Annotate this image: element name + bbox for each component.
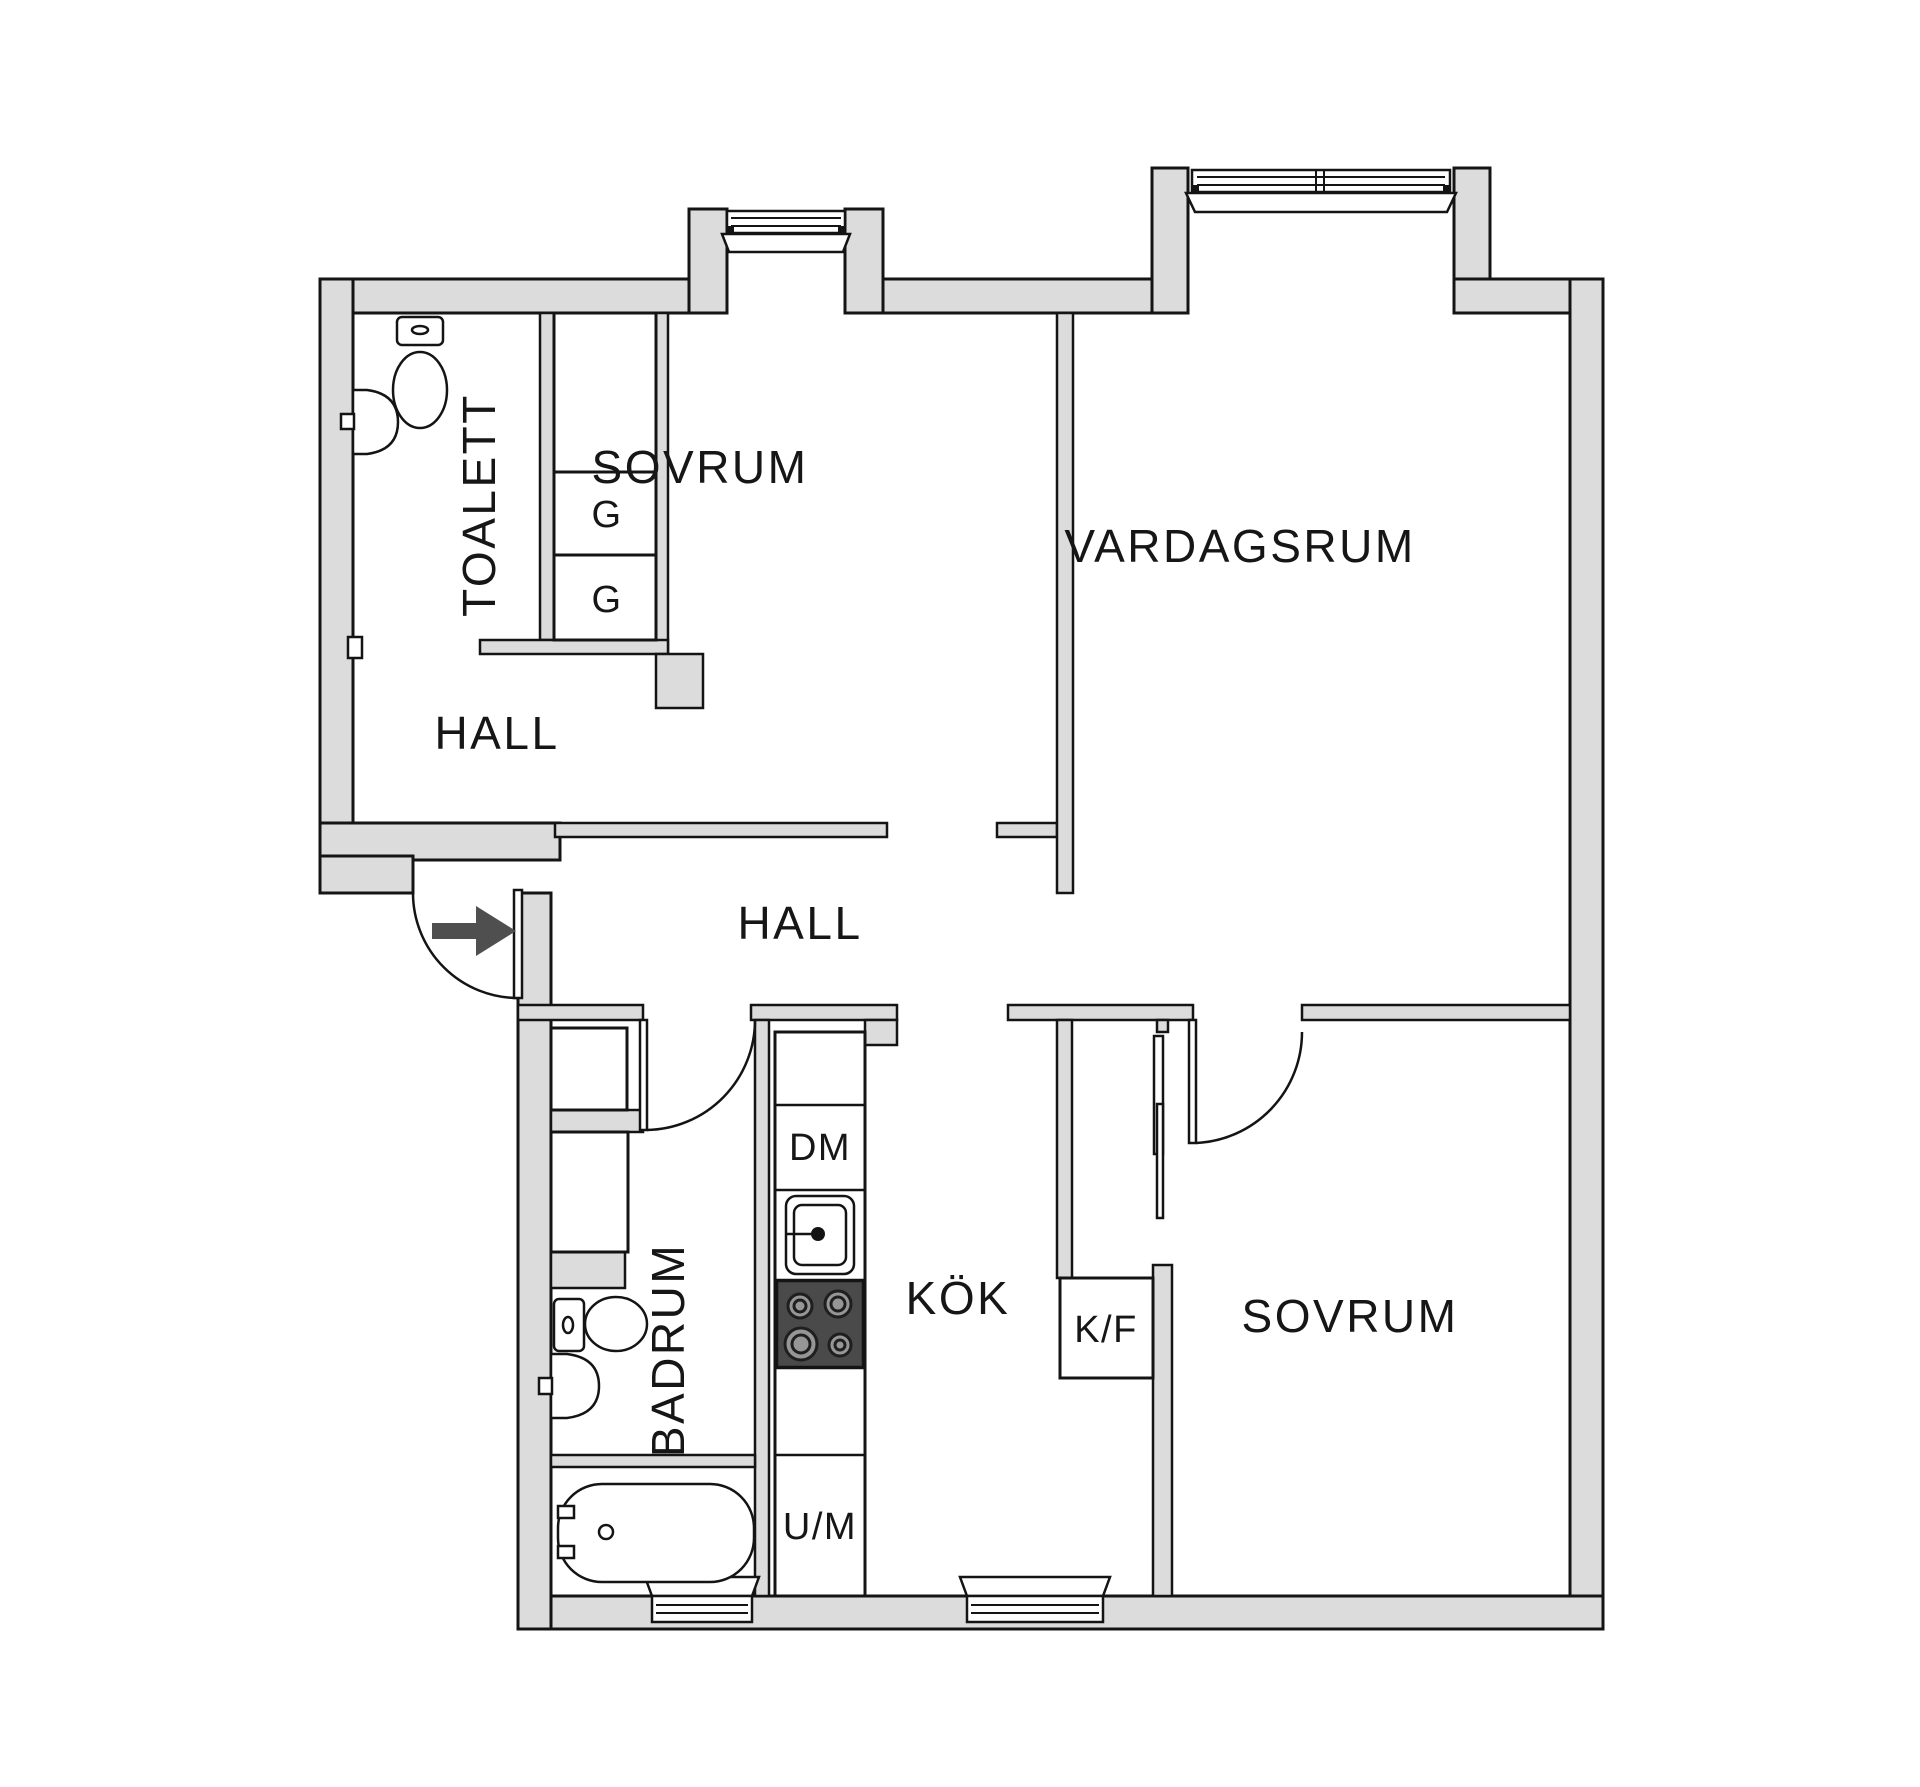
toilet-icon-toalett — [391, 315, 449, 430]
room-label-sovrum-upper: SOVRUM — [592, 441, 809, 493]
wall-toalett-south — [478, 638, 670, 656]
room-label-toalett: TOALETT — [453, 393, 505, 617]
appliance-label-dm: DM — [789, 1127, 851, 1169]
entry-door-leaf — [512, 888, 524, 1000]
wall-top-mid — [881, 277, 1154, 315]
closet-label-g2: G — [591, 579, 622, 621]
wall-hall-south — [318, 821, 562, 862]
sliding-door-panel-2 — [1155, 1102, 1165, 1220]
entry-door-arc — [411, 892, 519, 1000]
wall-closet2-bottom — [549, 1108, 645, 1134]
sink-icon-badrum — [537, 1352, 601, 1420]
fixtures — [339, 315, 867, 1598]
doors — [346, 635, 1304, 1220]
room-label-hall-upper: HALL — [434, 707, 559, 759]
toalett-door-jamb — [346, 635, 364, 660]
wall-badrum-stub — [549, 1250, 627, 1290]
bay2-wall-left — [1150, 166, 1190, 315]
appliance-label-um: U/M — [783, 1506, 857, 1548]
sovrum2-door-arc — [1195, 1031, 1304, 1145]
entry-arrow-icon — [432, 906, 516, 956]
bay1-wall-right — [843, 207, 885, 315]
wall-entry — [318, 854, 415, 895]
window-vardagsrum-bay — [1184, 168, 1458, 214]
closet-g1 — [552, 470, 658, 557]
wall-lower-left — [516, 891, 553, 1631]
hall-closet-2 — [549, 1130, 630, 1254]
sink-icon-kitchen — [784, 1194, 856, 1276]
sovrum2-door-leaf — [1187, 1018, 1198, 1145]
window-sovrum-bay — [720, 209, 852, 254]
room-label-hall-corridor: HALL — [737, 897, 862, 949]
wall-kok-top-right — [1006, 1003, 1195, 1022]
wall-toalett-right — [538, 311, 556, 642]
room-label-sovrum-lower: SOVRUM — [1242, 1290, 1459, 1342]
fridge-freezer-box — [1058, 1276, 1155, 1380]
wall-upper-left — [318, 277, 355, 895]
room-label-badrum: BADRUM — [642, 1243, 694, 1457]
stove-icon — [775, 1279, 865, 1369]
wall-kok-jamb — [863, 1018, 899, 1047]
wall-right — [1568, 277, 1605, 1631]
wall-niche-left — [1055, 1018, 1074, 1280]
wall-badrum-top — [516, 1003, 645, 1022]
wall-badrum-divider — [549, 1453, 757, 1469]
closet-label-g1: G — [591, 494, 622, 536]
closet-g2 — [552, 553, 658, 642]
wall-divider-sovrum-vardagsrum — [1055, 311, 1075, 895]
outer-walls — [318, 166, 1605, 1631]
wall-top-left — [318, 277, 691, 315]
wall-corridor-top-jamb — [995, 821, 1059, 839]
badrum-door-arc — [646, 1019, 757, 1132]
wall-kok-sovrum2 — [1151, 1263, 1174, 1598]
bay1-wall-left — [687, 207, 729, 315]
badrum-door-leaf — [638, 1018, 649, 1132]
toilet-icon-badrum — [552, 1295, 649, 1353]
wall-niche-cap — [1155, 1018, 1170, 1034]
window-badrum — [643, 1575, 761, 1624]
wall-jamb-closet — [654, 652, 705, 710]
sink-icon-toalett — [339, 388, 400, 456]
bathtub-icon — [556, 1482, 756, 1584]
interior-walls — [478, 311, 1572, 1598]
wall-sovrum2-top — [1300, 1003, 1572, 1022]
wall-kok-top-left — [749, 1003, 899, 1022]
appliance-label-kf: K/F — [1074, 1309, 1138, 1351]
hall-closet-1 — [549, 1026, 629, 1112]
wall-badrum-right — [753, 1018, 771, 1598]
window-kok — [958, 1575, 1112, 1624]
closets — [549, 311, 1155, 1380]
room-label-vardagsrum: VARDAGSRUM — [1064, 520, 1415, 572]
room-label-kok: KÖK — [906, 1272, 1011, 1324]
labels: TOALETT SOVRUM VARDAGSRUM HALL HALL BADR… — [434, 393, 1459, 1548]
wall-corridor-top — [553, 821, 889, 839]
